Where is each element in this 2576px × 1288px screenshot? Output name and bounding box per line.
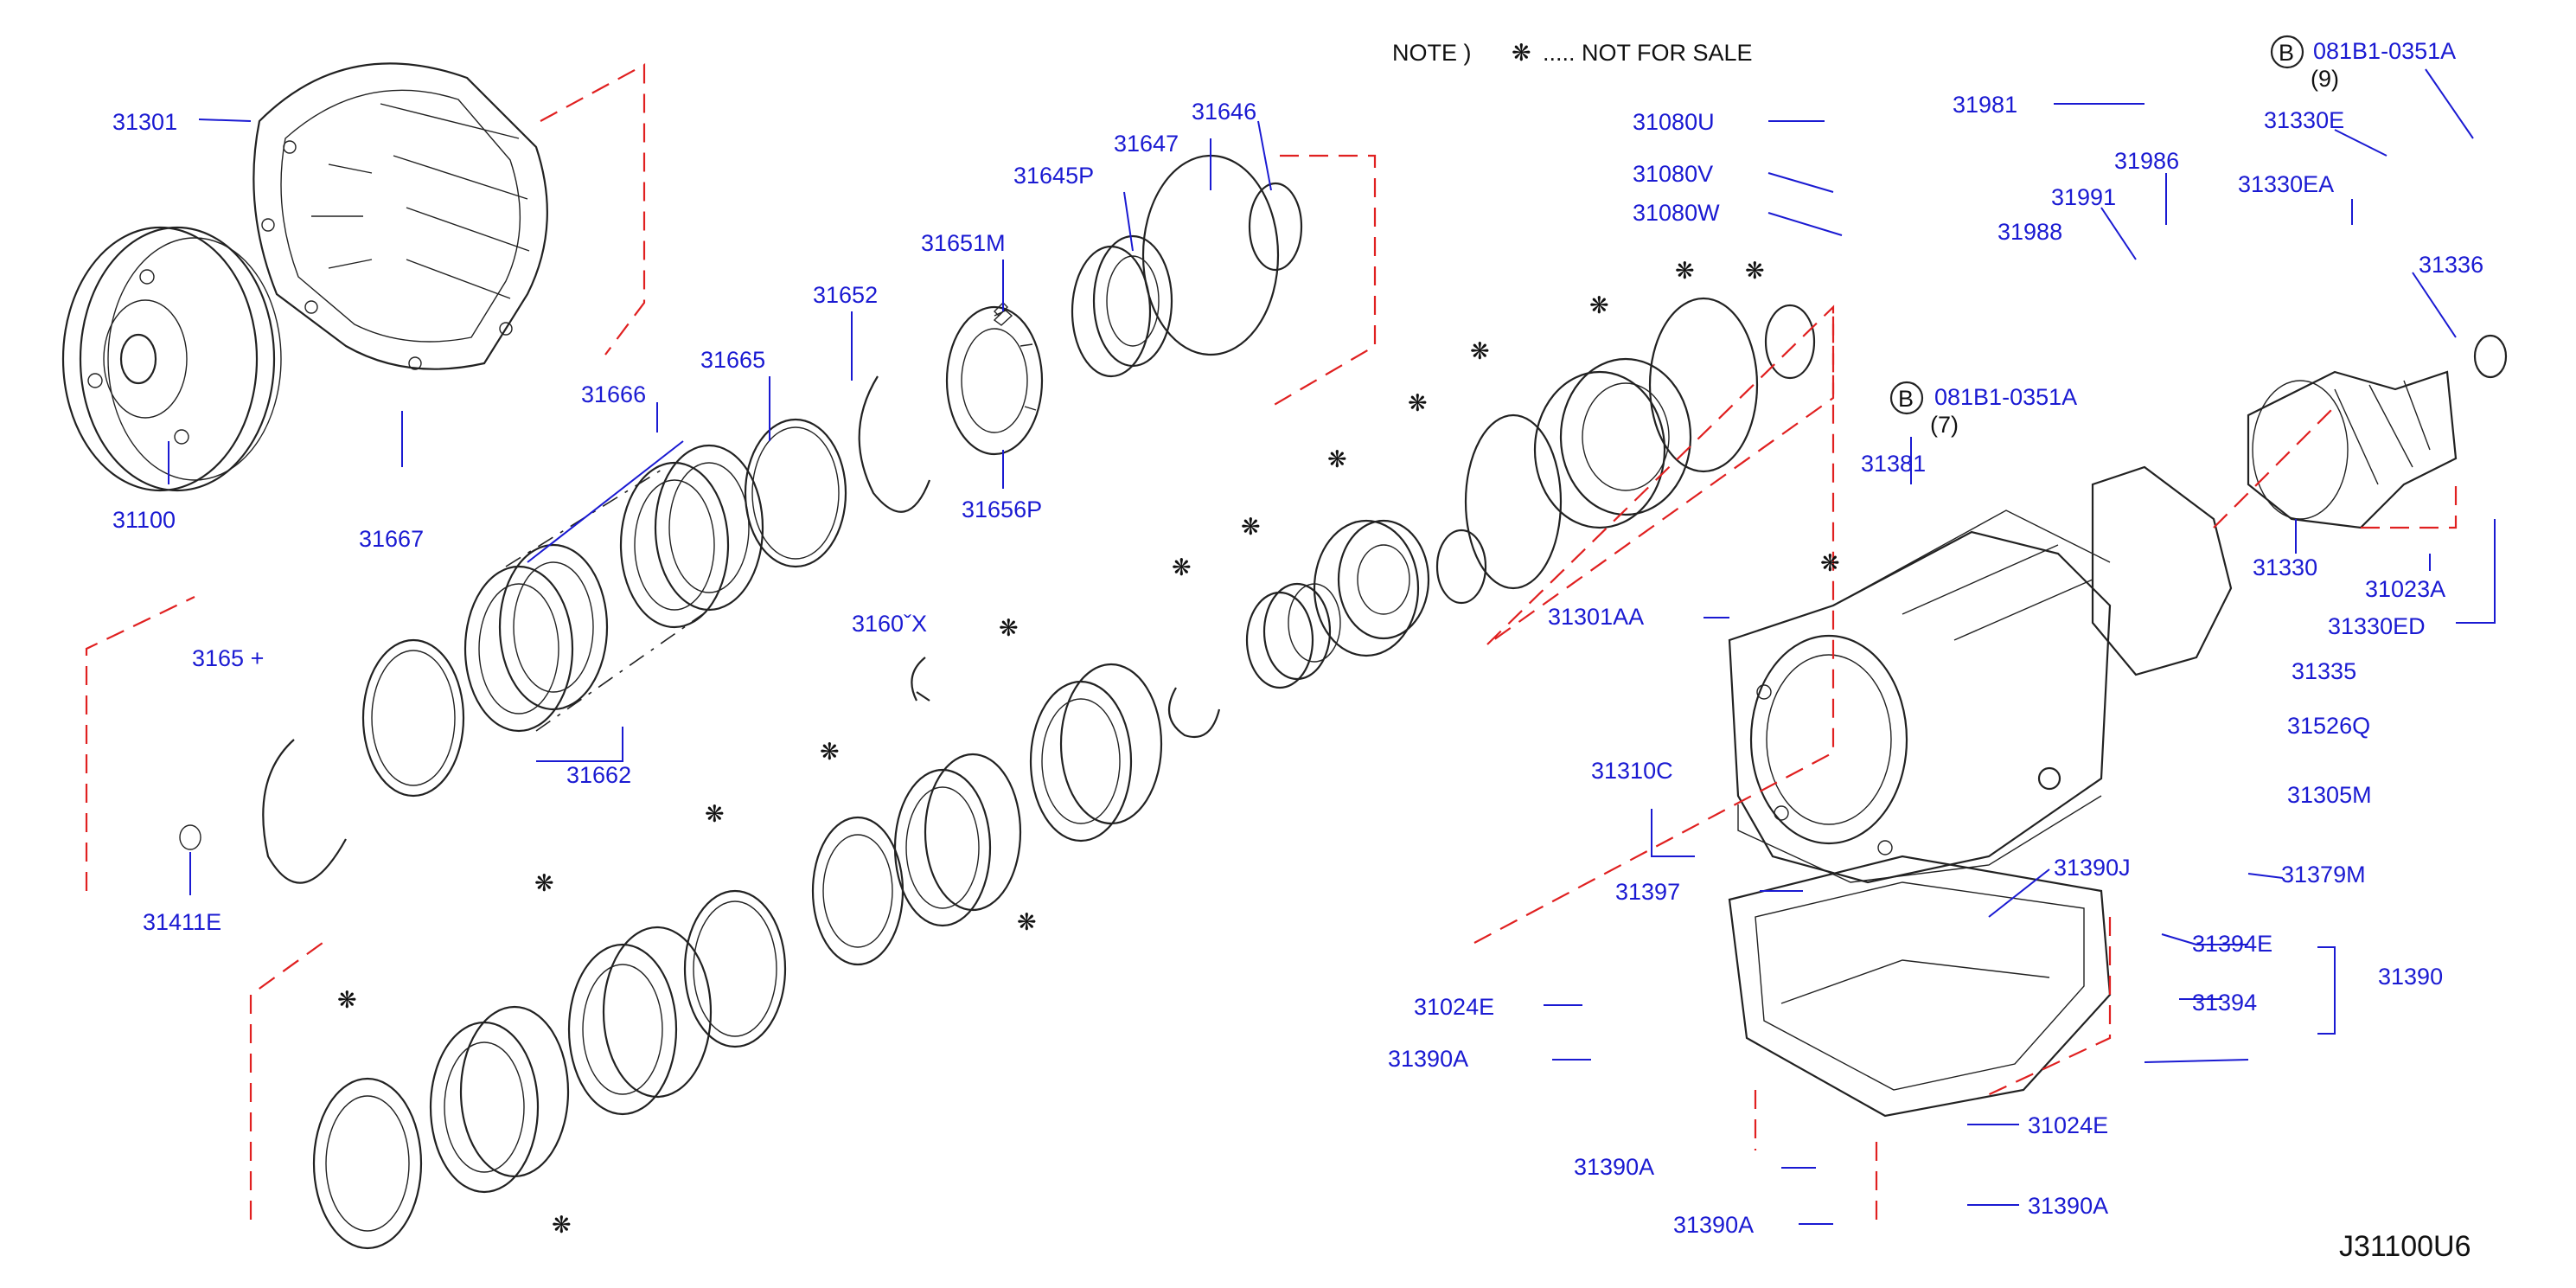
part-label: 31988 xyxy=(1998,219,2062,245)
part-label: 31991 xyxy=(2051,184,2116,210)
torque-converter xyxy=(61,226,282,492)
part-label: 31667 xyxy=(359,526,424,552)
not-for-sale-marks: ❋ ❋ ❋ ❋ ❋ ❋ ❋ ❋ ❋ ❋ ❋ ❋ ❋ ❋ ❋ ❋ xyxy=(337,258,1840,1238)
part-label: 31394 xyxy=(2192,990,2257,1016)
asterisk-mark: ❋ xyxy=(1745,258,1765,284)
part-label: 31411E xyxy=(143,909,221,935)
part-label: 31981 xyxy=(1953,92,2017,118)
assembly-line-4 xyxy=(85,596,195,891)
gear-set xyxy=(1245,297,1816,689)
part-label: 31301 xyxy=(112,109,177,135)
asterisk-mark: ❋ xyxy=(552,1212,572,1238)
part-label: 31381 xyxy=(1861,451,1926,477)
clutch-pack-upper xyxy=(463,444,764,733)
extension-housing xyxy=(2247,334,2508,529)
bolt-callout-lower: B 081B1-0351A (7) xyxy=(1889,381,2077,438)
part-label: 31656P xyxy=(962,497,1042,522)
asterisk-mark: ❋ xyxy=(1327,446,1347,472)
part-label: 31645P xyxy=(1013,163,1094,189)
asterisk-mark: ❋ xyxy=(1017,909,1037,935)
diagram-id: J31100U6 xyxy=(2339,1230,2471,1263)
part-label: 31986 xyxy=(2114,148,2179,174)
part-label: 3160ˇX xyxy=(852,611,927,637)
asterisk-mark: ❋ xyxy=(1241,514,1261,540)
leader-lines xyxy=(168,68,2496,1225)
case-gasket xyxy=(2091,465,2233,676)
asterisk-mark: ❋ xyxy=(1470,338,1490,364)
part-label: 31666 xyxy=(581,381,646,407)
part-label: 31647 xyxy=(1114,131,1179,157)
part-label: 31335 xyxy=(2292,658,2356,684)
part-label: 31665 xyxy=(700,347,765,373)
snap-rings-upper xyxy=(179,375,931,884)
part-label: 31330 xyxy=(2253,554,2317,580)
assembly-line-5 xyxy=(1473,307,1835,944)
part-label: 31390A xyxy=(1388,1046,1468,1072)
part-label: 31651M xyxy=(921,230,1006,256)
part-label: 31336 xyxy=(2419,252,2483,278)
part-label: 31023A xyxy=(2365,576,2445,602)
assembly-line-2 xyxy=(1486,304,1835,645)
callout-part: 081B1-0351A xyxy=(2313,38,2456,64)
note-text: ..... NOT FOR SALE xyxy=(1543,40,1753,66)
callout-letter: B xyxy=(2279,40,2294,66)
asterisk-mark: ❋ xyxy=(337,987,357,1013)
bolt-callout-upper: B 081B1-0351A (9) xyxy=(2270,35,2456,92)
part-label: 31330ED xyxy=(2328,613,2426,639)
callout-circle xyxy=(1889,381,1924,415)
part-label: 31390A xyxy=(1574,1154,1654,1180)
part-label: 31390 xyxy=(2378,964,2443,990)
part-label: 31305M xyxy=(2287,782,2372,808)
asterisk-mark: ❋ xyxy=(1172,554,1192,580)
asterisk-mark: ❋ xyxy=(705,801,725,827)
part-label: 31080U xyxy=(1633,109,1715,135)
transmission-case xyxy=(1728,509,2112,884)
part-labels: 31301 31100 31666 31665 31652 31651M 316… xyxy=(112,92,2483,1238)
converter-housing xyxy=(252,62,548,370)
part-label: 31526Q xyxy=(2287,713,2370,739)
asterisk-mark: ❋ xyxy=(1675,258,1695,284)
part-label: 31390J xyxy=(2054,855,2131,881)
part-label: 31024E xyxy=(1414,994,1494,1020)
assembly-line-6 xyxy=(2213,406,2458,529)
callout-circle xyxy=(2270,35,2304,69)
callout-qty: (9) xyxy=(2311,66,2339,92)
part-label: 31390A xyxy=(2028,1193,2108,1219)
part-label: 3165 + xyxy=(192,645,264,671)
assembly-line-1 xyxy=(540,63,646,356)
part-label: 31100 xyxy=(112,507,176,533)
part-label: 31330E xyxy=(2264,107,2344,133)
piston-and-seals xyxy=(945,154,1377,456)
part-label: 31080W xyxy=(1633,200,1720,226)
part-label: 31310C xyxy=(1591,758,1673,784)
callout-letter: B xyxy=(1898,386,1914,412)
callout-qty: (7) xyxy=(1930,412,1959,438)
part-label: 31390A xyxy=(1673,1212,1754,1238)
part-label: 31397 xyxy=(1615,879,1680,905)
part-label: 31330EA xyxy=(2238,171,2334,197)
part-label: 31646 xyxy=(1192,99,1256,125)
asterisk-mark: ❋ xyxy=(820,739,840,765)
part-label: 31394E xyxy=(2192,931,2272,957)
note-prefix: NOTE ) xyxy=(1392,40,1472,66)
part-label: 31652 xyxy=(813,282,878,308)
oil-pan xyxy=(1728,855,2112,1118)
note-asterisk: ❋ xyxy=(1512,40,1531,66)
part-label: 31301AA xyxy=(1548,604,1644,630)
part-label: 31080V xyxy=(1633,161,1713,187)
asterisk-mark: ❋ xyxy=(1820,550,1840,576)
asterisk-mark: ❋ xyxy=(1408,390,1428,416)
assembly-line-7 xyxy=(1754,917,2112,1228)
callout-part: 081B1-0351A xyxy=(1934,384,2077,410)
asterisk-mark: ❋ xyxy=(1589,292,1609,318)
clutch-pack-lower xyxy=(312,657,1221,1250)
part-label: 31662 xyxy=(566,762,631,788)
part-label: 31024E xyxy=(2028,1112,2108,1138)
assembly-line-3 xyxy=(249,938,329,1220)
asterisk-mark: ❋ xyxy=(534,870,554,896)
asterisk-mark: ❋ xyxy=(999,615,1019,641)
part-label: 31379M xyxy=(2281,862,2366,888)
